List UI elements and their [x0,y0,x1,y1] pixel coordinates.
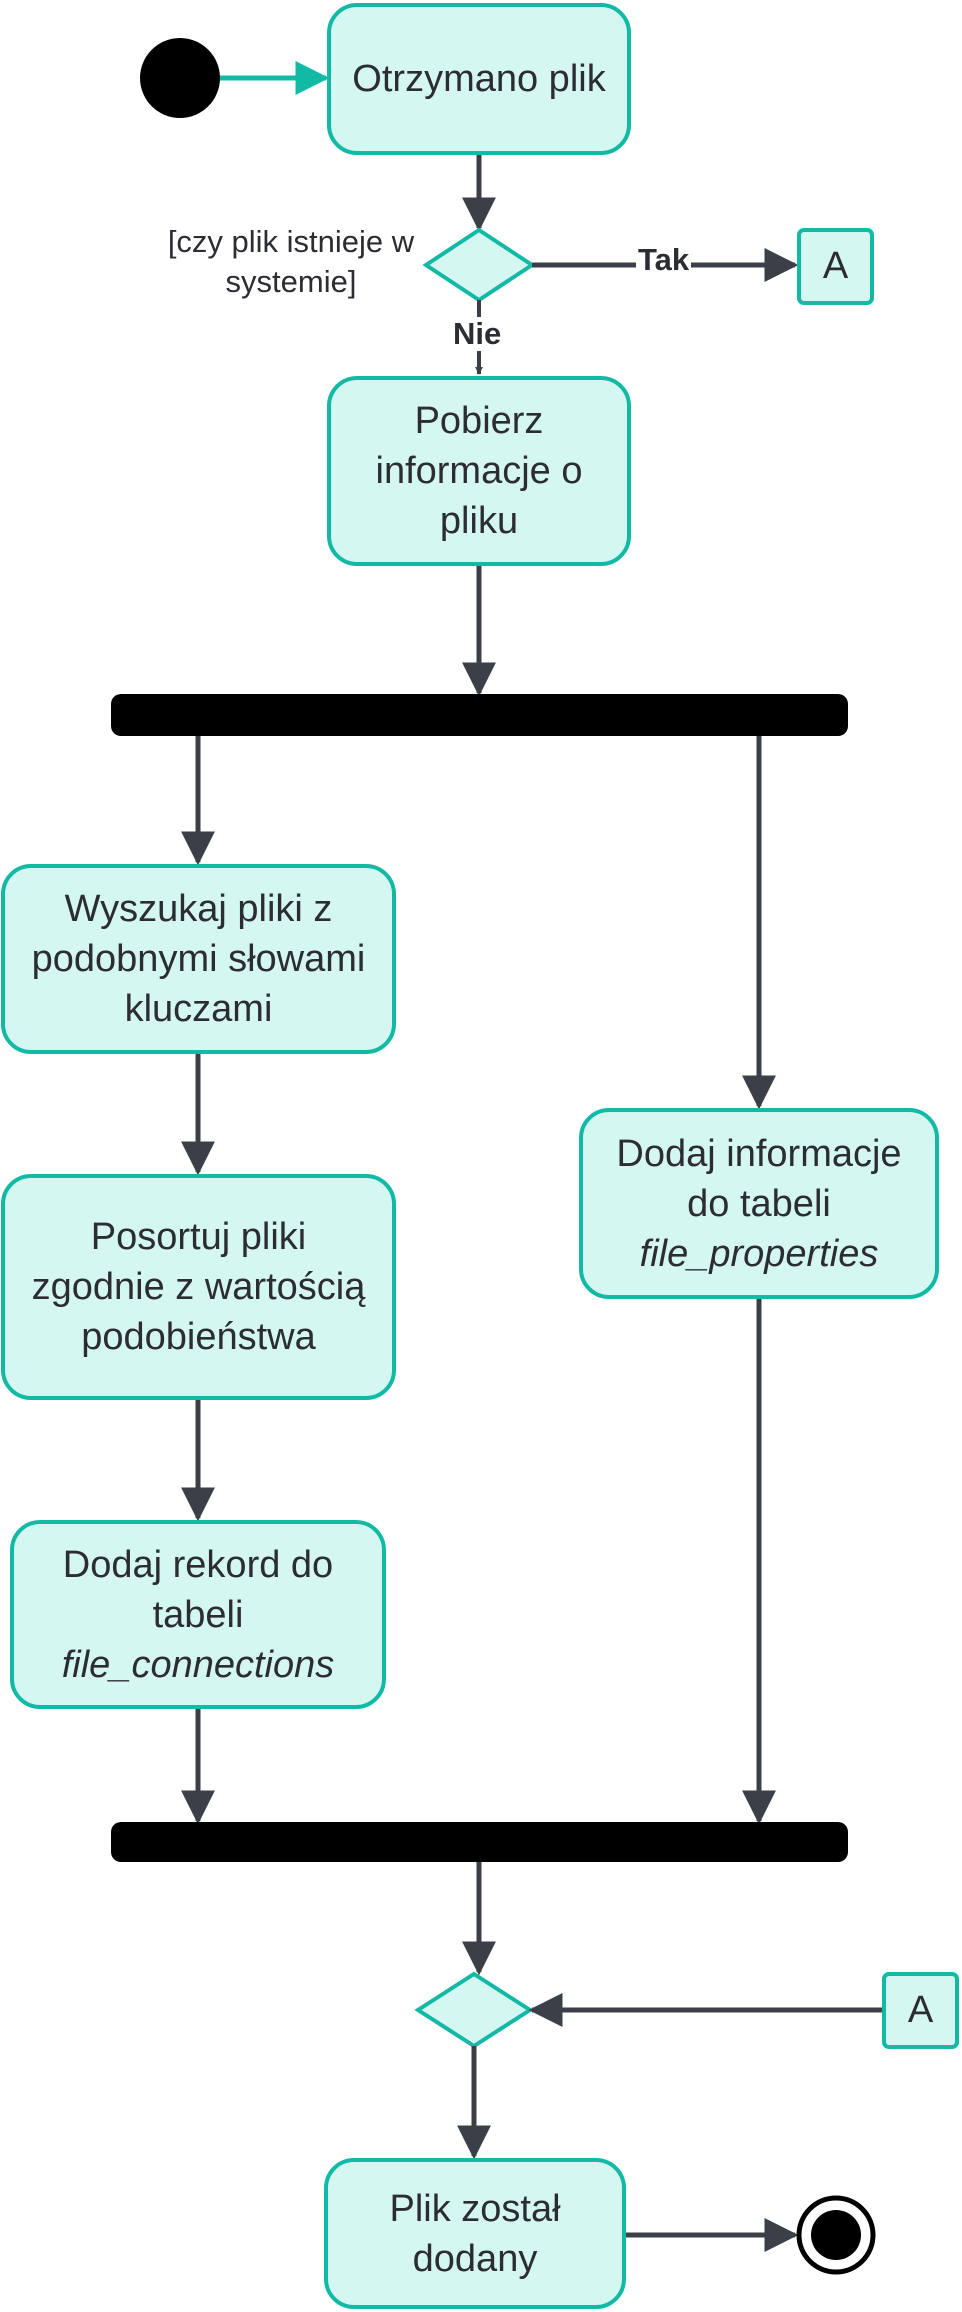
node-sort: Posortuj pliki zgodnie z wartością podob… [1,1174,396,1400]
connector-a-bottom: A [882,1972,959,2049]
edge-label-no: Nie [451,316,504,351]
table-name-file-connections: file_connections [61,1643,335,1686]
decision-exists [422,227,536,303]
start-node [140,38,220,118]
connector-a-top: A [797,228,874,305]
node-add-record: Dodaj rekord do tabeli file_connections [10,1520,386,1709]
node-received: Otrzymano plik [327,3,631,155]
node-fetch-info: Pobierz informacje o pliku [327,376,631,566]
node-added: Plik został dodany [324,2158,626,2309]
node-search: Wyszukaj pliki z podobnymi słowami klucz… [1,864,396,1054]
fork-bar [111,694,848,736]
join-bar [111,1822,848,1862]
edge-label-yes: Tak [636,242,692,277]
decision-merge [414,1971,534,2049]
guard-label: [czy plik istnieje w systemie] [167,224,415,299]
node-add-info: Dodaj informacje do tabeli file_properti… [579,1108,939,1299]
table-name-file-properties: file_properties [639,1232,879,1275]
end-node [796,2195,876,2275]
